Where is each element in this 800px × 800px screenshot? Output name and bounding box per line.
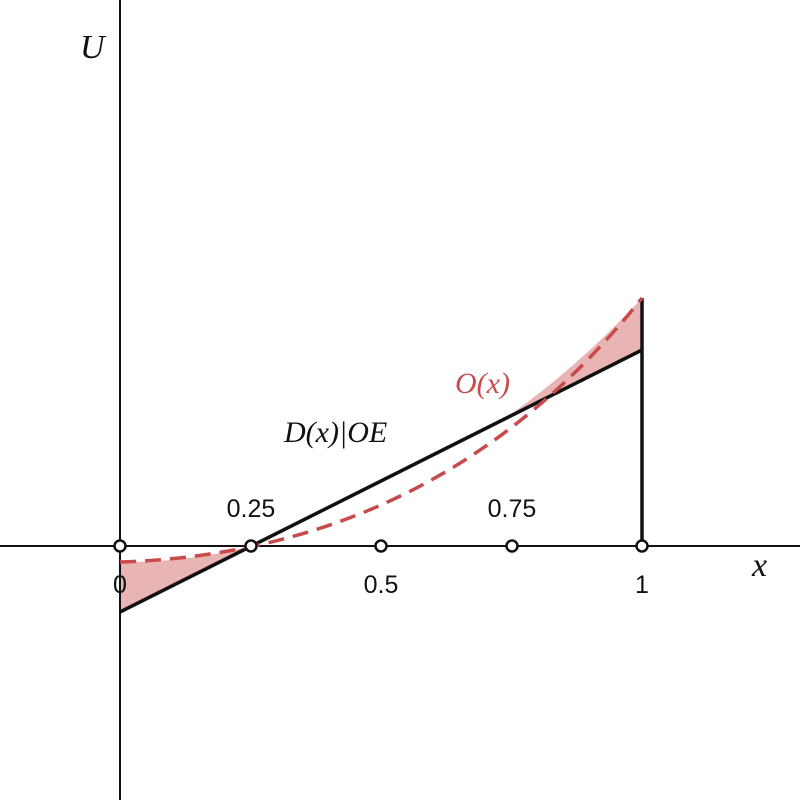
tick-label-0.25: 0.25: [227, 495, 276, 523]
shaded-region-right: [510, 298, 642, 415]
tick-label-0.5: 0.5: [364, 571, 399, 599]
tick-label-0: 0: [113, 571, 127, 599]
y-axis-label: U: [80, 29, 107, 66]
quadratic-curve-o: [119, 296, 644, 564]
tick-marker-0: [113, 539, 127, 553]
tick-marker-0.25: [244, 539, 258, 553]
quadratic-curve-label: O(x): [455, 367, 510, 400]
tick-marker-1: [635, 539, 649, 553]
tick-label-0.75: 0.75: [488, 495, 537, 523]
x-axis-label: x: [751, 547, 767, 584]
tick-marker-0.5: [374, 539, 388, 553]
tick-marker-0.75: [505, 539, 519, 553]
linear-curve-label: D(x)|OE: [283, 416, 387, 449]
tick-label-1: 1: [635, 571, 649, 599]
linear-curve-d: [119, 348, 643, 614]
